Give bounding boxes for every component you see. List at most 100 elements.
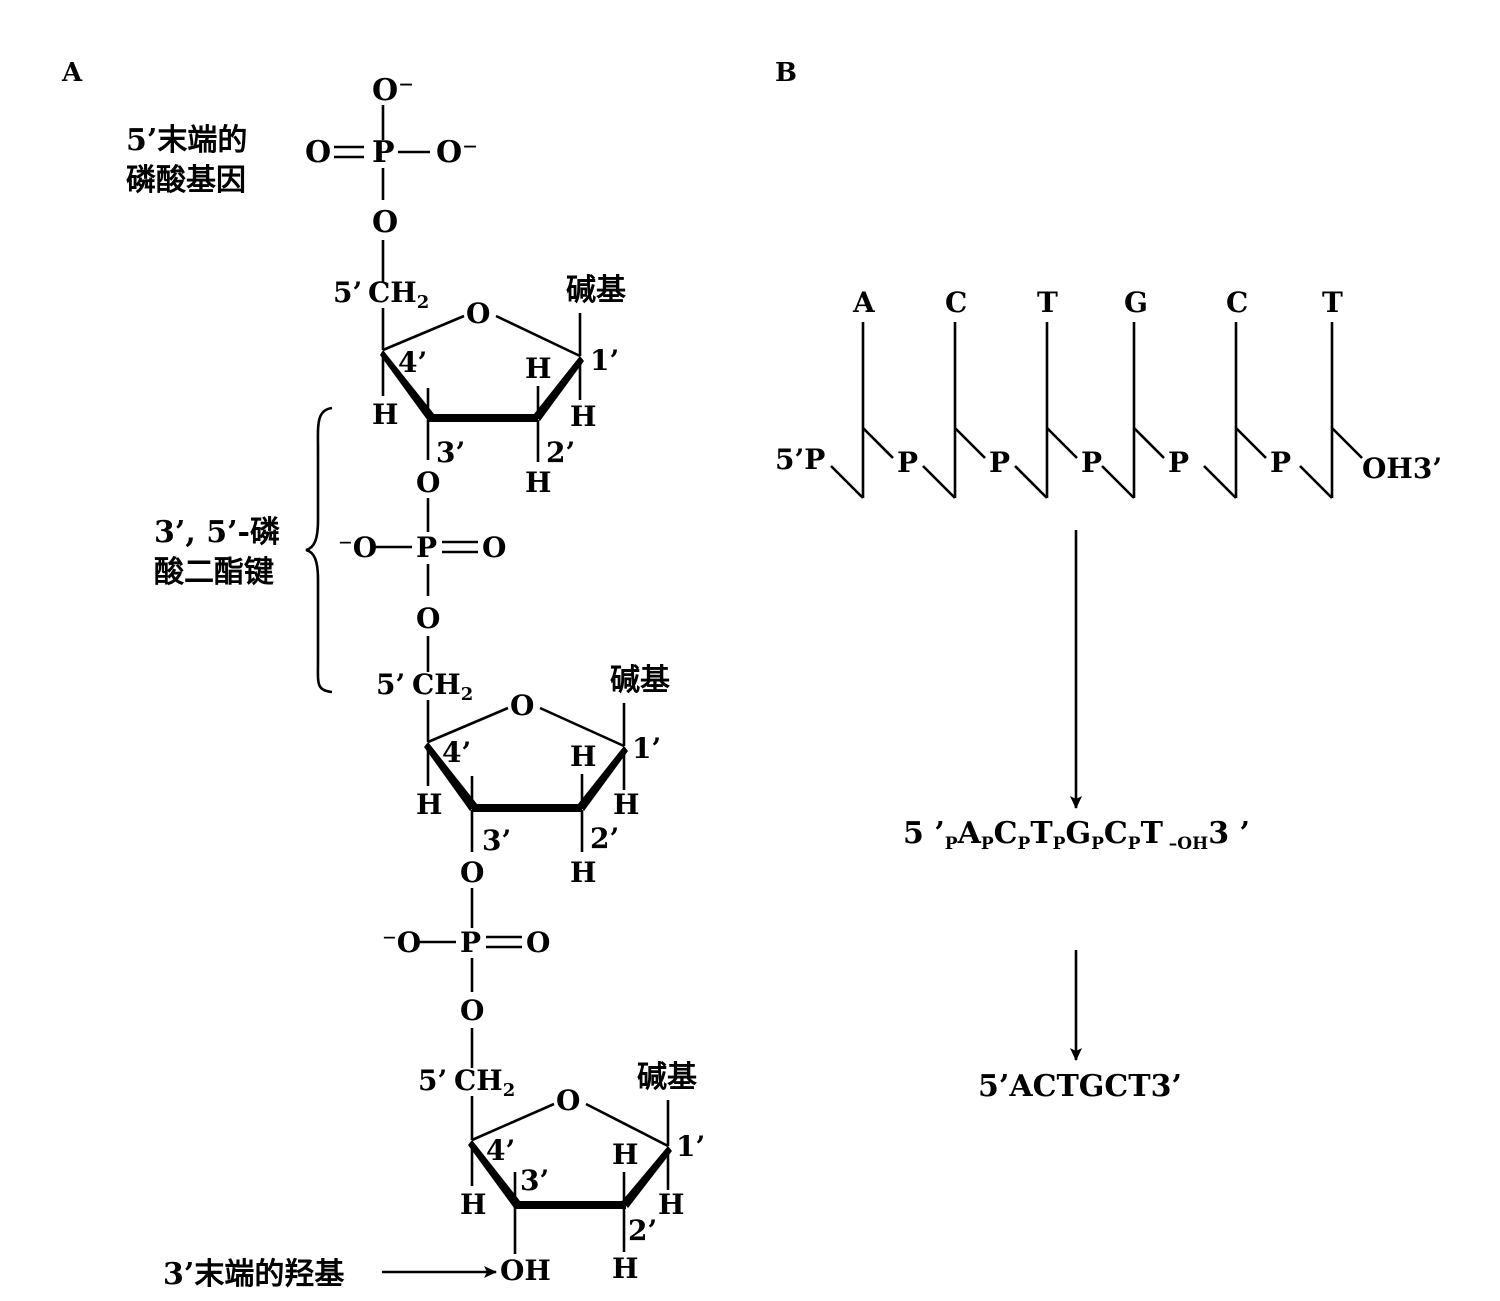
wedge-c1-c2 (622, 1146, 672, 1208)
phosphodiester-group-2: ⁻O P O O (382, 888, 550, 1068)
five-prime-phosphate-label-line2: 磷酸基因 (126, 163, 246, 198)
hydrogen-c2-up: H (525, 352, 551, 385)
ring-oxygen: O (510, 689, 534, 722)
wedge-c4-c3 (468, 1140, 520, 1208)
phosphate-o-right: O⁻ (436, 135, 478, 170)
terminal-phosphate-group: O⁻ O P O⁻ O (305, 73, 478, 282)
strand-base-3: T (1037, 286, 1058, 319)
shorthand-base-4: G (1065, 816, 1091, 851)
shorthand-prefix: 5 ’ (903, 816, 945, 851)
phosphodiester-group-1: ⁻O P O O (338, 498, 506, 672)
phosphate-o-bottom: O (460, 994, 484, 1027)
shorthand-p: P (1128, 834, 1141, 854)
sugar-diagonal-3 (1014, 465, 1048, 499)
strand-base-2: C (945, 286, 967, 319)
position-3-label: 3’ (520, 1164, 549, 1197)
position-5-label: 5’ (376, 668, 405, 701)
hydrogen-c1: H (658, 1188, 684, 1221)
ring-oxygen: O (556, 1084, 580, 1117)
five-prime-phosphate-label-line1: 5’末端的 (126, 123, 247, 158)
brace (305, 406, 333, 694)
strand-base-1: A (852, 286, 876, 319)
shorthand-p: P (1091, 834, 1104, 854)
phosphate-o-double: O (526, 926, 550, 959)
shorthand-base-5: C (1104, 816, 1128, 851)
shorthand-oh: –OH (1163, 834, 1208, 854)
phosphate-link-4 (1133, 427, 1165, 459)
wedge-c1-c2 (534, 356, 584, 421)
hydrogen-c4: H (372, 398, 398, 431)
position-1-label: 1’ (676, 1130, 705, 1163)
shorthand-base-2: C (994, 816, 1018, 851)
phosphate-link-2 (954, 427, 986, 459)
position-5-label: 5’ (333, 276, 362, 309)
ring-oxygen: O (466, 297, 490, 330)
shorthand-base-3: T (1030, 816, 1053, 851)
position-2-label: 2’ (546, 436, 575, 469)
phosphate-link-3 (1046, 427, 1078, 459)
phosphate-minus-o: ⁻O (338, 531, 377, 564)
phosphate-p: P (460, 926, 481, 959)
hydrogen-c4: H (460, 1188, 486, 1221)
shorthand-suffix: 3 ’ (1208, 816, 1250, 851)
strand-base-5: C (1226, 286, 1248, 319)
panel-a-label: A (61, 58, 83, 88)
oxygen-3prime: O (416, 466, 440, 499)
position-3-label: 3’ (482, 824, 511, 857)
ch2-group: CH2 (368, 276, 429, 313)
shorthand-p: P (981, 834, 994, 854)
position-1-label: 1’ (590, 344, 619, 377)
sugar-ring-3: 5’ CH2 碱基 O 4’ 3’ 1’ H H H 2’ H OH (418, 1060, 705, 1287)
phosphate-minus-o: ⁻O (382, 926, 421, 959)
sugar-diagonal-1 (830, 465, 864, 499)
strand-phosphate-5: P (1270, 446, 1291, 479)
final-sequence: 5’ACTGCT3’ (978, 1069, 1182, 1104)
phosphate-link-5 (1235, 427, 1267, 459)
sugar-diagonal-6 (1299, 465, 1333, 499)
phosphate-o-double: O (482, 531, 506, 564)
sugar-ring-2: 5’ CH2 碱基 O 4’ 1’ H H H 3’ 2’ H O (376, 663, 670, 889)
phosphate-o-top: O⁻ (372, 73, 414, 108)
position-2-label: 2’ (590, 822, 619, 855)
base-label: 碱基 (637, 1060, 697, 1095)
strand-base-6: T (1322, 286, 1343, 319)
ch2-group: CH2 (412, 668, 473, 705)
base-label: 碱基 (610, 663, 670, 698)
panel-a: A 5’末端的 磷酸基因 O⁻ O P O⁻ O 5’ CH2 碱基 O (61, 58, 705, 1292)
phosphate-p: P (372, 135, 395, 170)
wedge-c4-c3 (424, 742, 477, 811)
shorthand-base-1: A (957, 816, 982, 851)
oxygen-3prime: O (460, 856, 484, 889)
position-2-label: 2’ (628, 1214, 657, 1247)
hydroxyl-3prime: OH (500, 1254, 551, 1287)
hydrogen-c2-down: H (612, 1252, 638, 1285)
phosphate-link-1 (862, 427, 894, 459)
hydrogen-c2-down: H (525, 466, 551, 499)
strand-phosphate-2: P (989, 446, 1010, 479)
wedge-c1-c2 (578, 746, 628, 811)
hydrogen-c1: H (570, 400, 596, 433)
position-4-label: 4’ (442, 736, 471, 769)
phosphate-o-bottom: O (372, 205, 398, 240)
strand-end-label: OH3’ (1362, 452, 1442, 485)
phosphate-p: P (416, 531, 437, 564)
shorthand-p: P (945, 834, 958, 854)
position-5-label: 5’ (418, 1064, 447, 1097)
sugar-diagonal-5 (1203, 465, 1237, 499)
phosphate-o-bottom: O (416, 602, 440, 635)
shorthand-p: P (1018, 834, 1031, 854)
phosphate-link-6 (1331, 427, 1363, 459)
hydrogen-c1: H (613, 788, 639, 821)
strand-start-label: 5’P (775, 443, 825, 476)
hydrogen-c4: H (416, 788, 442, 821)
shorthand-base-6: T (1141, 816, 1164, 851)
hydrogen-c2-down: H (570, 856, 596, 889)
position-3-label: 3’ (436, 436, 465, 469)
strand-base-4: G (1124, 286, 1148, 319)
sugar-ring-1: 5’ CH2 碱基 O 4’ 1’ H H H 3’ 2’ H O (333, 273, 626, 499)
three-prime-hydroxyl-label: 3’末端的羟基 (163, 1257, 344, 1292)
position-4-label: 4’ (486, 1134, 515, 1167)
position-4-label: 4’ (398, 346, 427, 379)
